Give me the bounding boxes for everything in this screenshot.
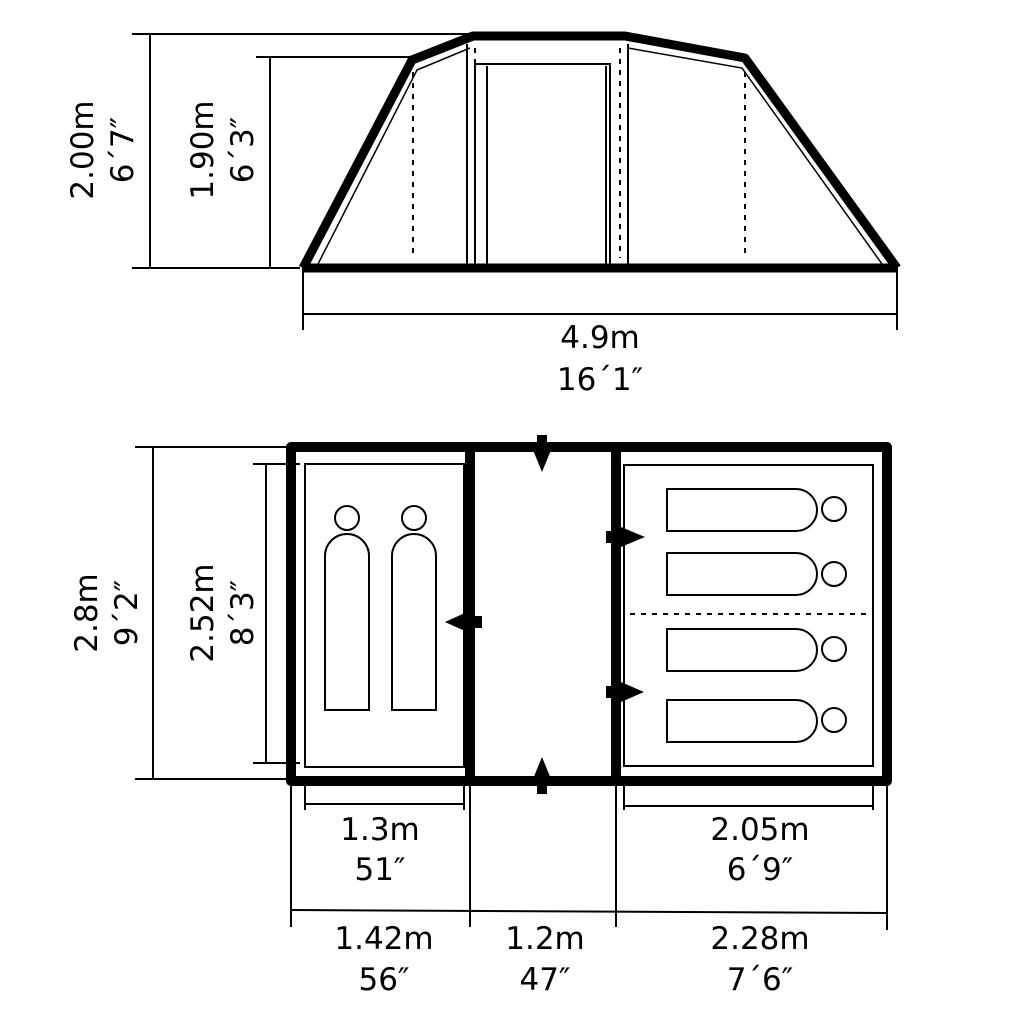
arrow-down-icon [537,435,547,451]
left-section-imperial: 56″ [358,962,409,998]
sleeping-mat-icon [666,699,818,743]
head-icon [821,707,847,733]
dim-length [302,314,898,330]
base-outline [302,267,898,315]
head-icon [334,505,360,531]
door-arrows [445,435,645,794]
right-section-metric: 2.28m [710,921,809,957]
dashed-poles [412,48,746,258]
door-frame [474,63,611,264]
tent-profile [299,31,901,271]
arrow-right-icon [606,686,622,698]
left-bedroom [304,463,465,768]
dim-width [135,446,300,780]
inner-width-imperial: 8´3″ [225,580,261,647]
overall-height-imperial: 6´7″ [105,117,141,184]
left-bedroom-imperial: 51″ [354,852,405,888]
right-sleepers [666,488,847,743]
head-icon [401,505,427,531]
overall-height-metric: 2.00m [65,100,101,199]
left-section-metric: 1.42m [334,921,433,957]
right-bedroom [623,464,874,767]
left-bedroom-metric: 1.3m [340,812,420,848]
head-icon [821,496,847,522]
sleeping-mat-icon [391,533,437,711]
dim-overall-height [132,33,470,269]
right-section-imperial: 7´6″ [727,962,794,998]
inner-height-metric: 1.90m [185,100,221,199]
sleeping-mat-icon [324,533,370,711]
sleeping-mat-icon [666,628,818,672]
inner-width-metric: 2.52m [185,563,221,662]
arrow-right-icon [606,531,622,543]
side-view: 2.00m 6´7″ 1.90m 6´3″ 4.9m 16´1″ [65,31,901,398]
arrow-left-icon [466,616,482,628]
left-sleepers [324,505,437,711]
right-bedroom-metric: 2.05m [710,812,809,848]
dim-inner-height [256,56,412,268]
middle-section-imperial: 47″ [519,962,570,998]
inner-profile-right [627,47,883,265]
length-metric: 4.9m [560,320,640,356]
floor-plan: 2.8m 9´2″ 2.52m 8´3″ 1.3m 51″ 2.05m 6´9″… [69,435,892,998]
sleeping-mat-icon [666,552,818,596]
head-icon [821,561,847,587]
arrow-up-icon [537,778,547,794]
inner-profile-left [317,47,471,265]
outer-walls [286,442,892,786]
overall-width-metric: 2.8m [69,573,105,653]
length-imperial: 16´1″ [557,362,643,398]
head-icon [821,636,847,662]
right-bedroom-imperial: 6´9″ [727,852,794,888]
overall-width-imperial: 9´2″ [109,580,145,647]
sleeping-mat-icon [666,488,818,532]
inner-height-imperial: 6´3″ [225,117,261,184]
dim-sections [290,786,888,930]
middle-section-metric: 1.2m [505,921,585,957]
